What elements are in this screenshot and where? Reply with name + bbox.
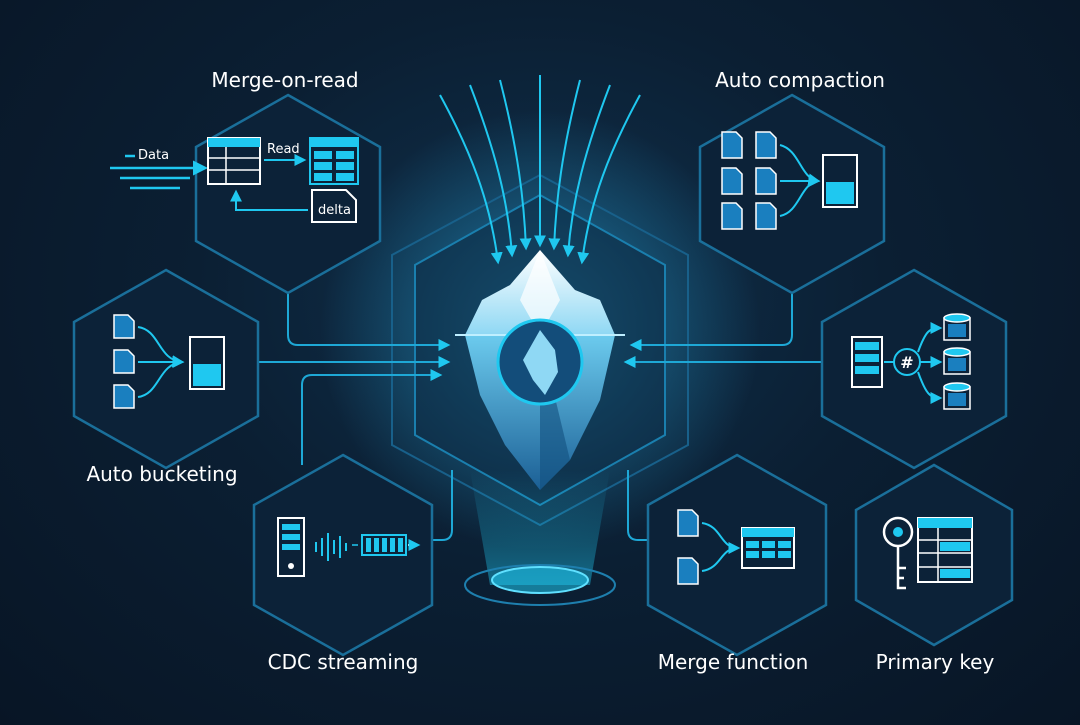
file-icon <box>755 202 777 230</box>
stream-3 <box>499 79 532 251</box>
fragment-files <box>721 131 777 230</box>
key-icon <box>882 516 914 590</box>
database-icon <box>943 347 971 375</box>
compaction-arrows <box>779 144 821 217</box>
base-ring-inner <box>491 566 589 594</box>
label-cdc-streaming: CDC streaming <box>267 650 419 674</box>
stream-buffer-icon <box>361 534 407 556</box>
stream-6 <box>562 84 611 258</box>
iceberg-icon <box>455 250 625 490</box>
soundwave-icon <box>315 533 358 561</box>
hexagon-primary-key <box>854 463 1014 647</box>
file-icon <box>755 167 777 195</box>
connector-merge-on-read <box>287 290 451 351</box>
delta-label: delta <box>318 203 351 218</box>
data-label: Data <box>138 148 169 163</box>
merge-arrows <box>701 522 741 572</box>
file-icon <box>721 202 743 230</box>
connector-cdc-streaming <box>301 369 443 465</box>
read-label: Read <box>267 142 300 157</box>
file-icon <box>113 349 135 374</box>
label-auto-bucketing: Auto bucketing <box>86 462 238 486</box>
inflow-streams <box>439 75 641 265</box>
file-icon <box>677 557 699 585</box>
hexagon-merge-on-read: Data Read delta <box>110 93 382 295</box>
hexagon-cdc-streaming <box>252 453 434 657</box>
database-icon <box>943 313 971 341</box>
file-icon <box>677 509 699 537</box>
base-ring-outer <box>464 564 616 606</box>
hash-arrows <box>917 322 943 404</box>
hash-symbol: # <box>900 353 913 372</box>
label-merge-on-read: Merge-on-read <box>211 68 359 92</box>
stream-2 <box>469 84 518 258</box>
bucketing-arrows <box>137 326 185 398</box>
bucket-file-icon <box>189 336 225 390</box>
database-icon <box>943 382 971 410</box>
source-file-icon <box>851 336 883 388</box>
stream-1 <box>439 94 503 265</box>
stream-5 <box>548 79 581 251</box>
file-icon <box>721 131 743 159</box>
file-icon <box>755 131 777 159</box>
file-icon <box>113 314 135 339</box>
delta-merge-arrow <box>230 189 308 211</box>
hexagon-auto-bucketing <box>72 268 260 470</box>
stream-7 <box>577 94 641 265</box>
hexagon-auto-compaction <box>698 93 886 295</box>
table-icon <box>741 527 795 569</box>
compacted-file-icon <box>822 154 858 208</box>
hexagon-hash-distribution: # <box>820 268 1008 470</box>
file-icon <box>113 384 135 409</box>
table-icon <box>207 137 261 185</box>
label-merge-function: Merge function <box>657 650 809 674</box>
hexagon-merge-function <box>646 453 828 657</box>
connectors <box>258 285 822 541</box>
connector-merge-function-side <box>627 470 648 541</box>
data-inflow-lines <box>110 154 208 190</box>
connector-auto-compaction <box>629 285 793 351</box>
label-primary-key: Primary key <box>875 650 995 674</box>
table-icon <box>917 517 973 583</box>
table-result-icon <box>309 137 359 185</box>
delta-file-icon <box>311 189 357 223</box>
label-auto-compaction: Auto compaction <box>715 68 885 92</box>
server-icon <box>277 517 305 577</box>
light-beam <box>470 470 610 585</box>
connector-cdc-side <box>432 470 453 541</box>
file-icon <box>721 167 743 195</box>
